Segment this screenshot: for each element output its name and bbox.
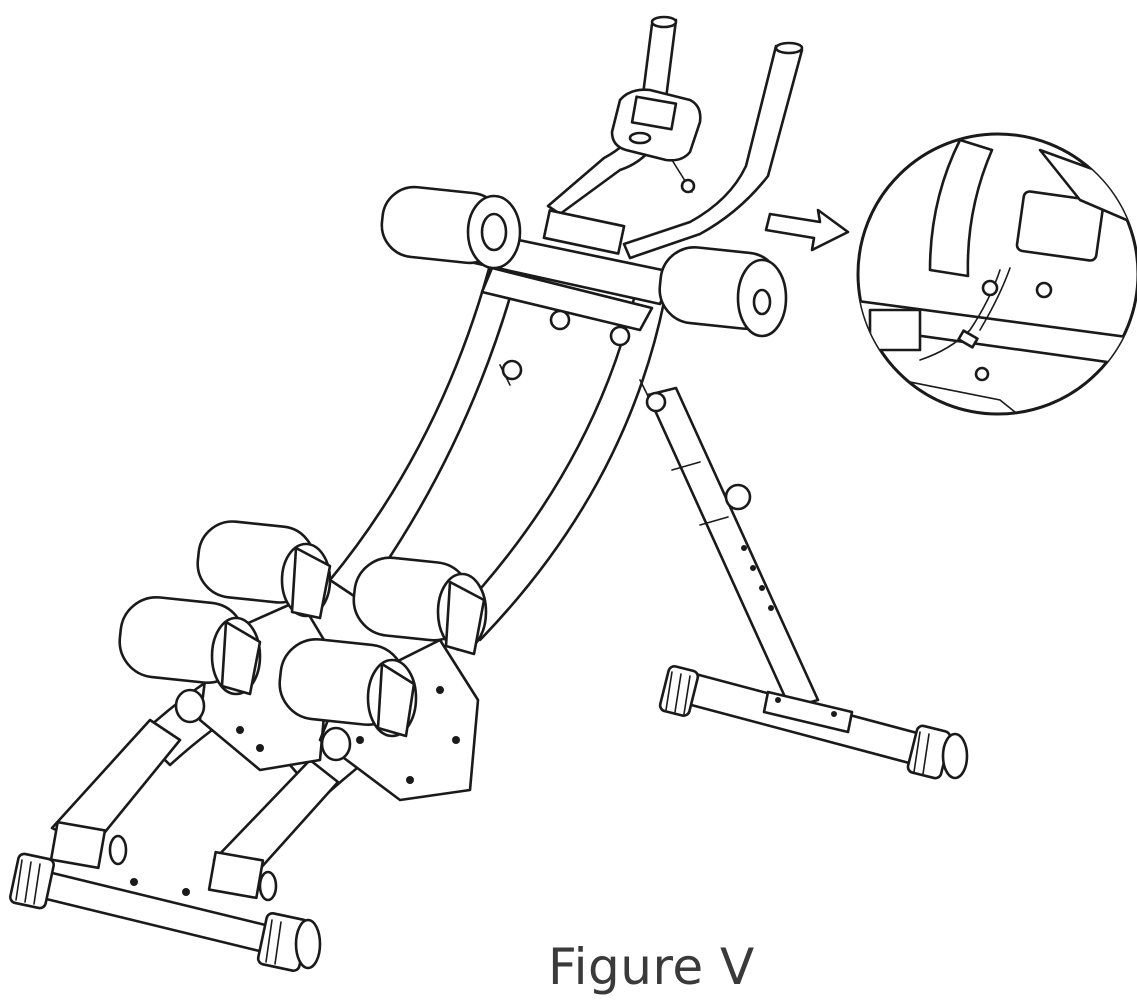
figure-caption: Figure V (548, 938, 755, 996)
console-display (610, 88, 702, 162)
front-base (9, 718, 340, 972)
arrow-icon (764, 208, 850, 252)
foot-rollers (118, 520, 488, 802)
rear-base-bar (658, 665, 969, 780)
rear-support-leg (646, 386, 820, 710)
top-roller-right (658, 246, 788, 338)
top-frame (468, 230, 674, 413)
detail-callout-circle (856, 132, 1137, 416)
top-roller-left (380, 185, 522, 270)
